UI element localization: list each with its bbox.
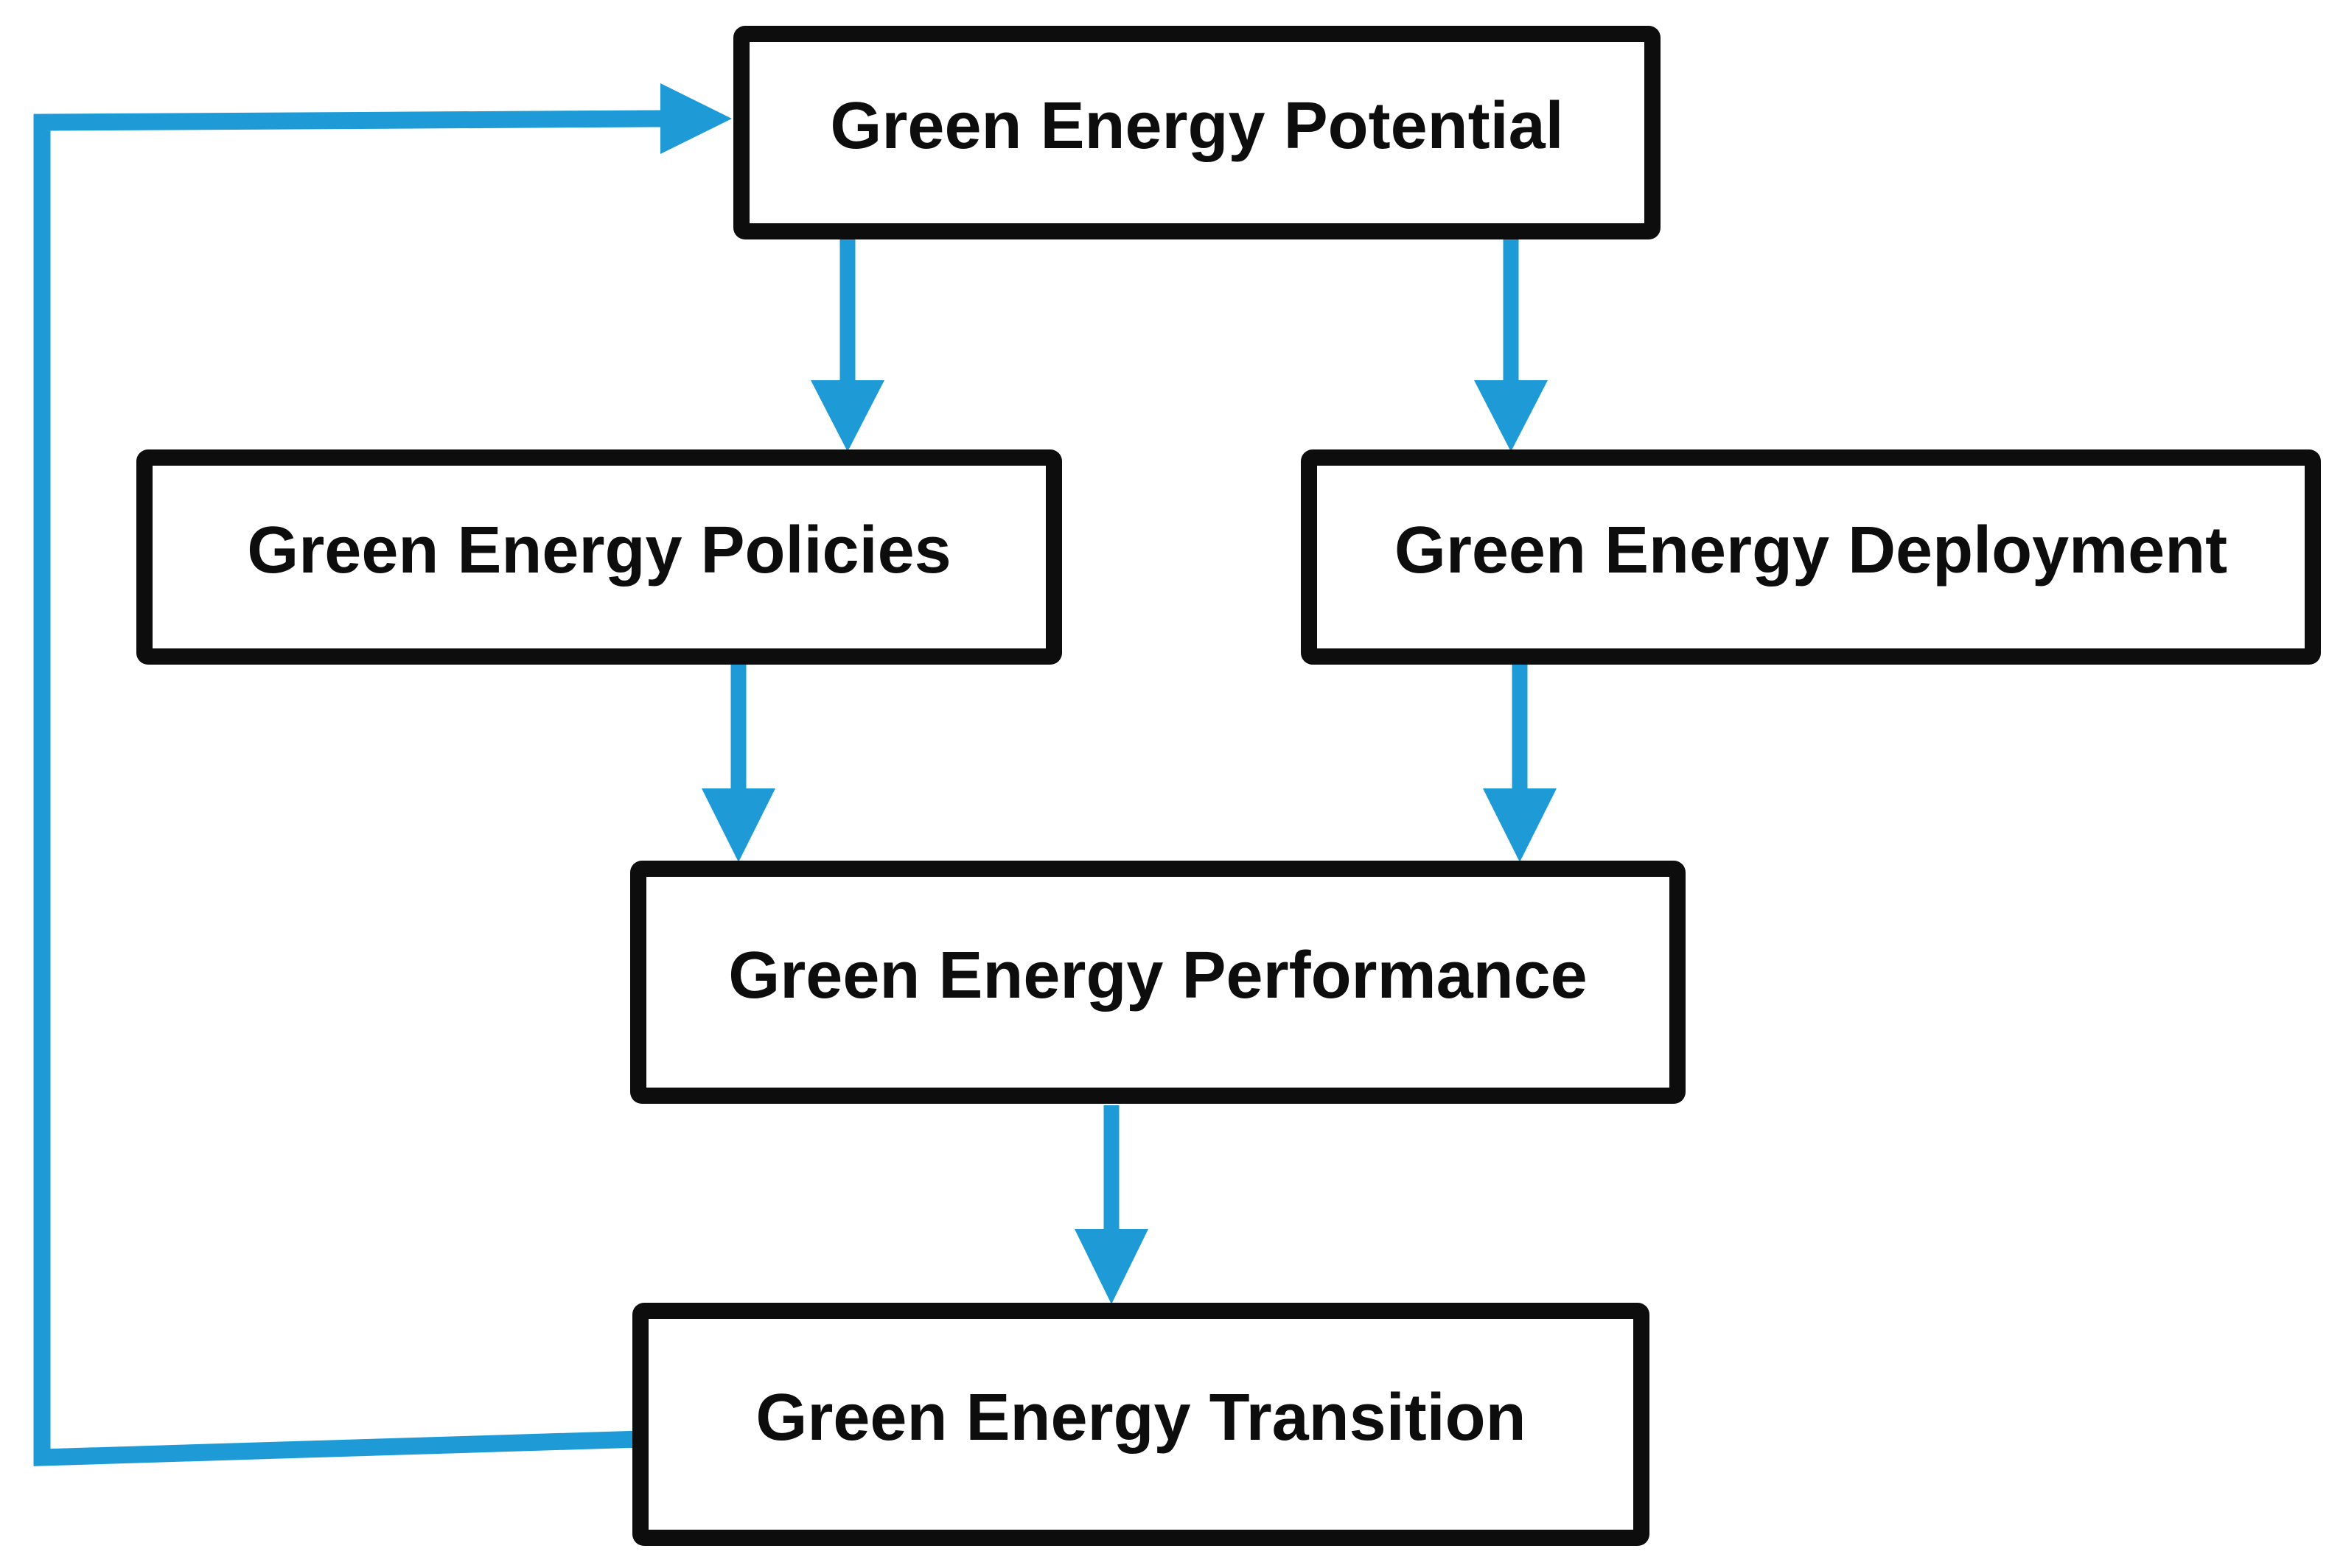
node-green-energy-transition: Green Energy Transition xyxy=(632,1303,1649,1546)
arrow-potential-to-policies xyxy=(811,239,884,452)
node-green-energy-policies: Green Energy Policies xyxy=(136,449,1062,665)
node-label: Green Energy Potential xyxy=(830,88,1564,163)
arrowhead-down-icon xyxy=(702,788,775,862)
node-green-energy-potential: Green Energy Potential xyxy=(733,26,1661,239)
node-label: Green Energy Transition xyxy=(755,1380,1526,1455)
node-label: Green Energy Policies xyxy=(247,513,951,587)
node-label: Green Energy Deployment xyxy=(1394,513,2228,587)
node-label: Green Energy Performance xyxy=(728,938,1588,1012)
arrowhead-down-icon xyxy=(1474,380,1548,452)
arrowhead-down-icon xyxy=(1483,788,1557,862)
node-green-energy-performance: Green Energy Performance xyxy=(630,861,1686,1104)
arrow-potential-to-deployment xyxy=(1474,239,1548,452)
arrowhead-down-icon xyxy=(1075,1229,1148,1304)
node-green-energy-deployment: Green Energy Deployment xyxy=(1301,449,2321,665)
arrowhead-right-icon xyxy=(660,83,732,154)
arrow-deployment-to-performance xyxy=(1483,665,1557,862)
arrowhead-down-icon xyxy=(811,380,884,452)
feedback-loop-line xyxy=(33,110,663,1466)
arrow-transition-to-potential-feedback-loop xyxy=(33,83,732,1466)
arrow-performance-to-transition xyxy=(1075,1105,1148,1304)
arrow-policies-to-performance xyxy=(702,665,775,862)
